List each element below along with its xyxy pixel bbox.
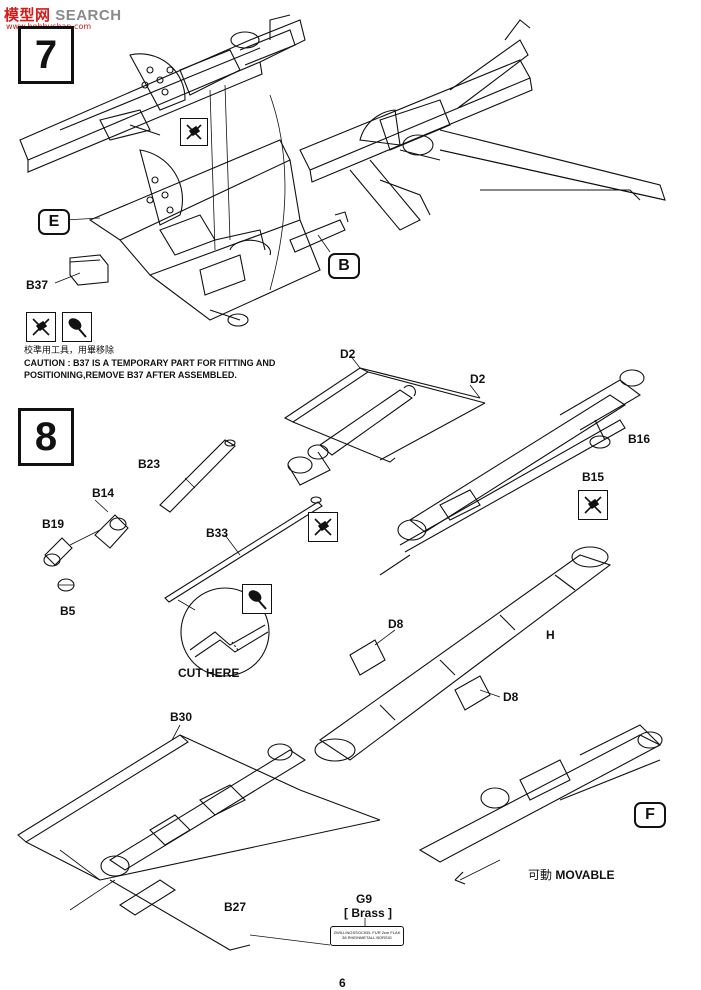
- part-label-g9: G9: [356, 892, 373, 906]
- part-label-b30: B30: [170, 710, 193, 724]
- subassembly-tag-b: B: [328, 253, 360, 279]
- brass-plate-g9: ZWILLINGSSOCKEL FUR 2cm FLAK 38 RHEINMET…: [330, 926, 404, 946]
- step-8-number: 8: [34, 414, 58, 459]
- part-label-b27: B27: [224, 900, 247, 914]
- carriage-lower-left: [88, 139, 321, 327]
- do-not-glue-icon: [180, 118, 208, 146]
- caution-line-1: CAUTION : B37 IS A TEMPORARY PART FOR FI…: [24, 358, 276, 368]
- part-label-b37: B37: [26, 278, 49, 292]
- part-label-b14: B14: [92, 486, 115, 500]
- subassembly-tag-f: F: [634, 802, 666, 828]
- caution-chinese: 校準用工具，用畢移除: [24, 346, 115, 356]
- parts-b23-b14-b19-b5: [43, 439, 236, 592]
- cut-here-label: CUT HERE: [178, 666, 240, 680]
- barrel-shroud-h: [314, 546, 612, 762]
- part-label-h: H: [546, 628, 555, 642]
- barrel-upper: [287, 385, 416, 486]
- movable-english: MOVABLE: [555, 868, 615, 882]
- part-label-b19: B19: [42, 517, 65, 531]
- step-8-box: 8: [18, 408, 74, 466]
- barrel-right: [379, 369, 645, 576]
- cement-icon: [62, 312, 92, 342]
- page-number: 6: [339, 976, 346, 990]
- movable-chinese: 可動: [528, 868, 553, 882]
- part-label-d8-top: D8: [388, 617, 404, 631]
- part-label-b33: B33: [206, 526, 229, 540]
- sled-b30: [17, 724, 381, 951]
- caution-note: 校準用工具，用畢移除 CAUTION : B37 IS A TEMPORARY …: [24, 345, 275, 381]
- step-7-number: 7: [34, 32, 58, 77]
- frame-d2: [283, 354, 486, 463]
- watermark-logo: 模型网 SEARCH: [4, 7, 122, 24]
- part-label-b5: B5: [60, 604, 76, 618]
- do-not-glue-icon: [578, 490, 608, 520]
- step-7-box: 7: [18, 26, 74, 84]
- carriage-assembled-right: [299, 19, 666, 231]
- movable-note: 可動 MOVABLE: [528, 866, 614, 883]
- cement-icon: [242, 584, 272, 614]
- cut-here-magnifier: [180, 587, 270, 677]
- part-label-d8-bottom: D8: [503, 690, 519, 704]
- part-label-b15: B15: [582, 470, 605, 484]
- part-label-b23: B23: [138, 457, 161, 471]
- caution-line-2: POSITIONING,REMOVE B37 AFTER ASSEMBLED.: [24, 370, 237, 380]
- part-label-b16: B16: [628, 432, 651, 446]
- part-label-d2-right: D2: [470, 372, 486, 386]
- subassembly-tag-e: E: [38, 209, 70, 235]
- do-not-glue-icon: [26, 312, 56, 342]
- part-label-d2-left: D2: [340, 347, 356, 361]
- do-not-glue-icon: [308, 512, 338, 542]
- part-label-brass: [ Brass ]: [344, 906, 393, 920]
- assembled-f: [418, 724, 663, 885]
- carriage-upper-left: [19, 14, 306, 173]
